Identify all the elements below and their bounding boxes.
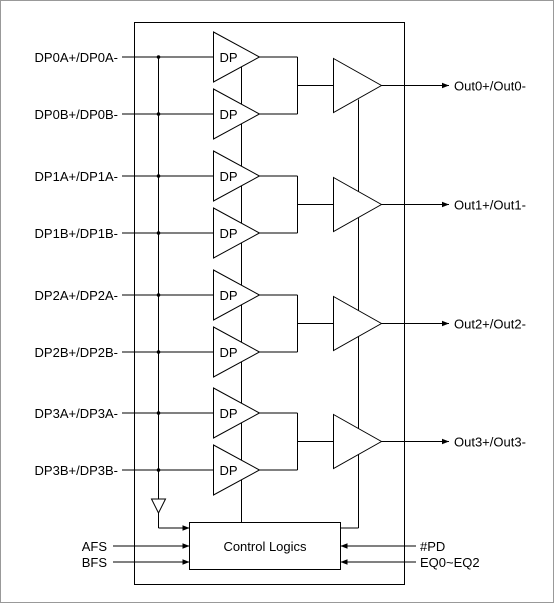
dp-amplifier-label: DP [220, 345, 238, 360]
dp-amplifier-label: DP [220, 50, 238, 65]
sense-buffer-triangle [150, 498, 167, 515]
sense-bus-junction [156, 350, 161, 354]
input-label-0a: DP0A+/DP0A- [35, 50, 118, 65]
chip-boundary [134, 22, 405, 585]
input-label-2a: DP2A+/DP2A- [35, 288, 118, 303]
control-input-pd-label: #PD [420, 539, 445, 554]
dp-amplifier-1b [213, 207, 261, 259]
dp-amplifier-label: DP [220, 169, 238, 184]
output-buffer-1 [333, 176, 383, 233]
dp-amplifier-3b [213, 444, 261, 496]
input-label-2b: DP2B+/DP2B- [35, 345, 118, 360]
sense-bus-junction [156, 411, 161, 415]
dp-amplifier-0b [213, 88, 261, 140]
sense-bus-junction [156, 174, 161, 178]
dp-amplifier-1a [213, 150, 261, 202]
dp-amplifier-3a [213, 387, 261, 439]
dp-amplifier-2a [213, 269, 261, 321]
control-input-afs-label: AFS [82, 539, 108, 554]
output-label-3: Out3+/Out3- [454, 435, 526, 450]
input-label-1a: DP1A+/DP1A- [35, 169, 118, 184]
control-logics-block [189, 522, 341, 570]
output-buffer-2 [333, 295, 383, 352]
output-label-1: Out1+/Out1- [454, 198, 526, 213]
sense-bus-junction [156, 293, 161, 297]
signal-lines [113, 55, 449, 565]
sense-bus-junction [156, 468, 161, 472]
sense-bus-junction [156, 112, 161, 116]
output-label-0: Out0+/Out0- [454, 79, 526, 94]
control-input-eq-label: EQ0~EQ2 [420, 555, 480, 570]
sense-bus-junction [156, 55, 161, 59]
output-buffer-0 [333, 57, 383, 114]
dp-amplifier-label: DP [220, 406, 238, 421]
output-label-2: Out2+/Out2- [454, 317, 526, 332]
dp-amplifier-0a [213, 31, 261, 83]
dp-amplifier-label: DP [220, 107, 238, 122]
input-label-0b: DP0B+/DP0B- [35, 107, 118, 122]
control-input-bfs-label: BFS [82, 555, 108, 570]
output-buffer-3 [333, 413, 383, 470]
amplifier-blocks: DP DP0A+/DP0A- DP DP0B+/DP0B- Out0+/Out0- DP D… [35, 31, 526, 515]
dp-amplifier-2b [213, 326, 261, 378]
sense-bus-junction [156, 231, 161, 235]
input-label-3b: DP3B+/DP3B- [35, 463, 118, 478]
control-logics-label: Control Logics [223, 539, 307, 554]
dp-amplifier-label: DP [220, 288, 238, 303]
input-label-1b: DP1B+/DP1B- [35, 226, 118, 241]
dp-amplifier-label: DP [220, 226, 238, 241]
input-label-3a: DP3A+/DP3A- [35, 406, 118, 421]
dp-amplifier-label: DP [220, 463, 238, 478]
